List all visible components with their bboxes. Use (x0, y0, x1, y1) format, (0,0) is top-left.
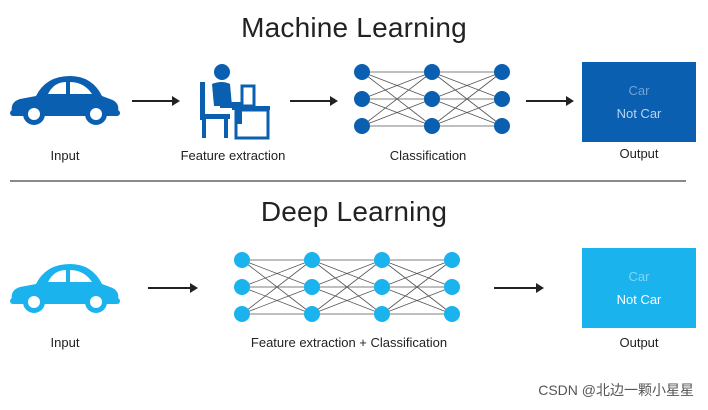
dl-neural-network-icon (234, 252, 460, 322)
feature-extraction-label: Feature extraction (180, 148, 286, 163)
ml-car-icon (10, 76, 120, 125)
ml-input-label: Input (50, 148, 80, 163)
dl-network-link (241, 286, 313, 315)
dl-network-node (444, 279, 460, 295)
dl-output-option-car: Car (628, 269, 650, 284)
dl-network-node (304, 306, 320, 322)
dl-arrow-icon (148, 283, 198, 293)
ml-arrow-icon (290, 96, 338, 106)
dl-output-option-not-car: Not Car (616, 292, 662, 307)
dl-title: Deep Learning (260, 196, 448, 227)
dl-network-link (311, 259, 383, 288)
dl-network-node (234, 279, 250, 295)
ml-output-option-car: Car (628, 83, 650, 98)
dl-network-label: Feature extraction + Classification (250, 335, 448, 350)
ml-output-option-not-car: Not Car (616, 106, 662, 121)
dl-output-label: Output (619, 335, 659, 350)
dl-network-link (381, 259, 453, 315)
section-divider (10, 180, 686, 182)
dl-network-link (311, 286, 383, 315)
classification-label: Classification (389, 148, 467, 163)
dl-network-node (374, 279, 390, 295)
dl-network-node (304, 252, 320, 268)
person-at-desk-icon (200, 64, 270, 140)
dl-network-link (381, 286, 453, 315)
dl-network-node (234, 252, 250, 268)
dl-network-link (241, 259, 313, 315)
ml-arrow-icon (132, 96, 180, 106)
dl-arrow-icon (494, 283, 544, 293)
dl-network-link (311, 259, 383, 315)
dl-network-node (304, 279, 320, 295)
ml-title: Machine Learning (241, 12, 467, 43)
dl-input-label: Input (50, 335, 80, 350)
dl-output-box: Car Not Car (582, 248, 696, 328)
ml-output-label: Output (619, 146, 659, 161)
ml-arrow-icon (526, 96, 574, 106)
dl-network-node (374, 306, 390, 322)
dl-network-node (444, 252, 460, 268)
dl-network-node (234, 306, 250, 322)
ml-neural-network-icon (354, 64, 510, 134)
watermark: CSDN @北边一颗小星星 (538, 382, 694, 398)
dl-network-link (241, 259, 313, 288)
dl-network-node (444, 306, 460, 322)
dl-car-icon (10, 264, 120, 313)
ml-output-box: Car Not Car (582, 62, 696, 142)
dl-network-link (381, 259, 453, 288)
dl-network-node (374, 252, 390, 268)
